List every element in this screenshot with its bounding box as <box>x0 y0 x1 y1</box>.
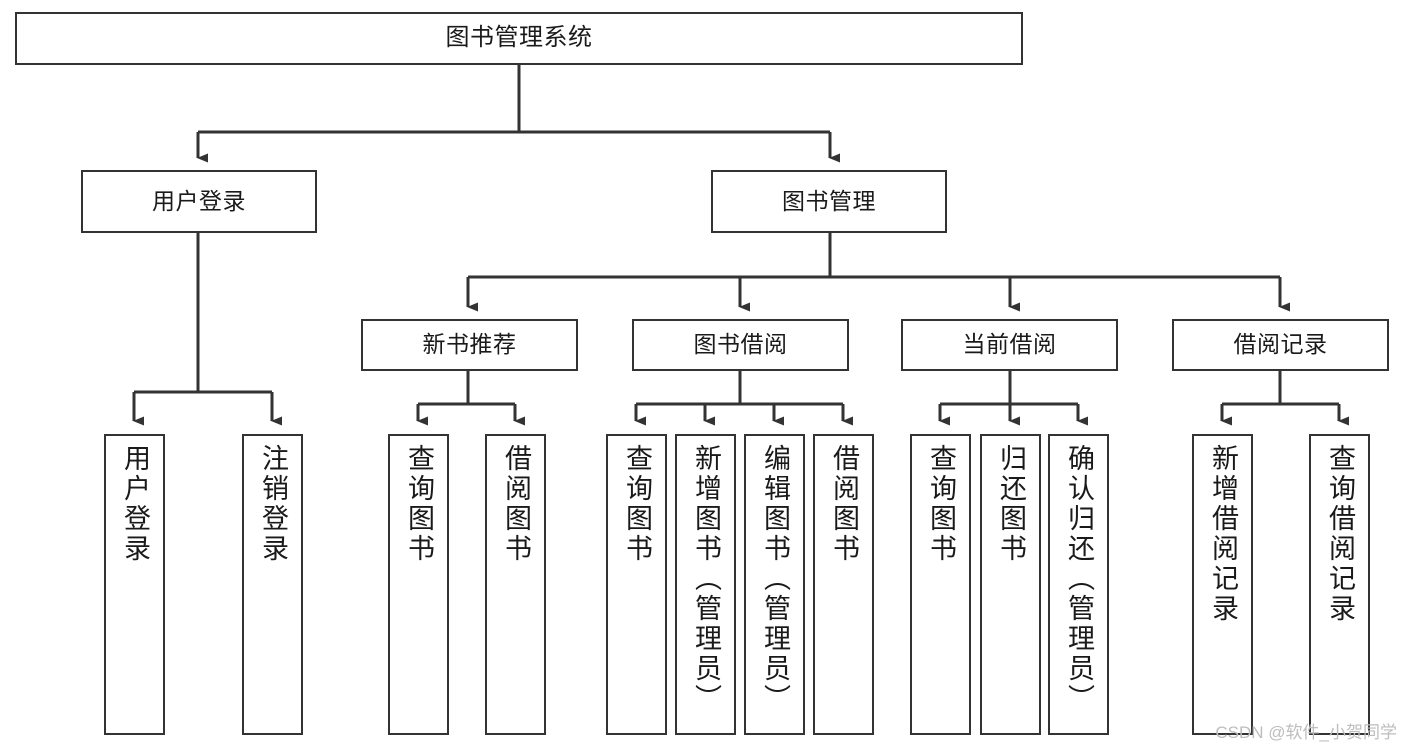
node-new-book-recommend[interactable]: 新书推荐 <box>361 319 578 371</box>
leaf-borrow-add-book[interactable]: 新增图书（管理员） <box>675 434 736 735</box>
leaf-borrow-borrow-book[interactable]: 借阅图书 <box>813 434 874 735</box>
node-label: 归还图书 <box>996 444 1026 564</box>
leaf-borrow-edit-book[interactable]: 编辑图书（管理员） <box>744 434 805 735</box>
node-label: 确认归还（管理员） <box>1064 444 1094 714</box>
node-label: 图书借阅 <box>693 331 788 358</box>
leaf-new-book-borrow[interactable]: 借阅图书 <box>485 434 546 735</box>
node-label: 图书管理 <box>782 187 876 214</box>
node-label: 编辑图书（管理员） <box>760 444 790 714</box>
node-label: 新增图书（管理员） <box>691 444 721 714</box>
node-label: 借阅记录 <box>1233 331 1328 358</box>
node-root-system[interactable]: 图书管理系统 <box>15 12 1023 65</box>
watermark: CSDN @软件_小贺同学 <box>1215 723 1397 742</box>
node-label: 注销登录 <box>258 444 288 564</box>
node-borrow-record[interactable]: 借阅记录 <box>1172 319 1389 371</box>
leaf-current-query-book[interactable]: 查询图书 <box>910 434 971 735</box>
leaf-user-login-login[interactable]: 用户登录 <box>104 434 165 735</box>
leaf-borrow-query-book[interactable]: 查询图书 <box>606 434 667 735</box>
node-current-borrow[interactable]: 当前借阅 <box>901 319 1118 371</box>
node-label: 用户登录 <box>120 444 150 564</box>
node-label: 当前借阅 <box>962 331 1057 358</box>
leaf-current-confirm-return[interactable]: 确认归还（管理员） <box>1048 434 1109 735</box>
leaf-record-query[interactable]: 查询借阅记录 <box>1309 434 1370 735</box>
node-label: 查询图书 <box>926 444 956 564</box>
node-label: 借阅图书 <box>829 444 859 564</box>
node-label: 查询借阅记录 <box>1325 444 1355 624</box>
leaf-new-book-query[interactable]: 查询图书 <box>388 434 449 735</box>
node-user-login[interactable]: 用户登录 <box>81 170 317 233</box>
leaf-user-login-logout[interactable]: 注销登录 <box>242 434 303 735</box>
node-label: 用户登录 <box>152 187 246 214</box>
node-label: 图书管理系统 <box>445 24 593 52</box>
node-label: 新增借阅记录 <box>1208 444 1238 624</box>
node-label: 查询图书 <box>404 444 434 564</box>
leaf-record-add[interactable]: 新增借阅记录 <box>1192 434 1253 735</box>
node-label: 查询图书 <box>622 444 652 564</box>
node-label: 新书推荐 <box>422 331 517 358</box>
node-book-borrow[interactable]: 图书借阅 <box>632 319 849 371</box>
node-book-management[interactable]: 图书管理 <box>711 170 947 233</box>
node-label: 借阅图书 <box>501 444 531 564</box>
leaf-current-return-book[interactable]: 归还图书 <box>980 434 1041 735</box>
